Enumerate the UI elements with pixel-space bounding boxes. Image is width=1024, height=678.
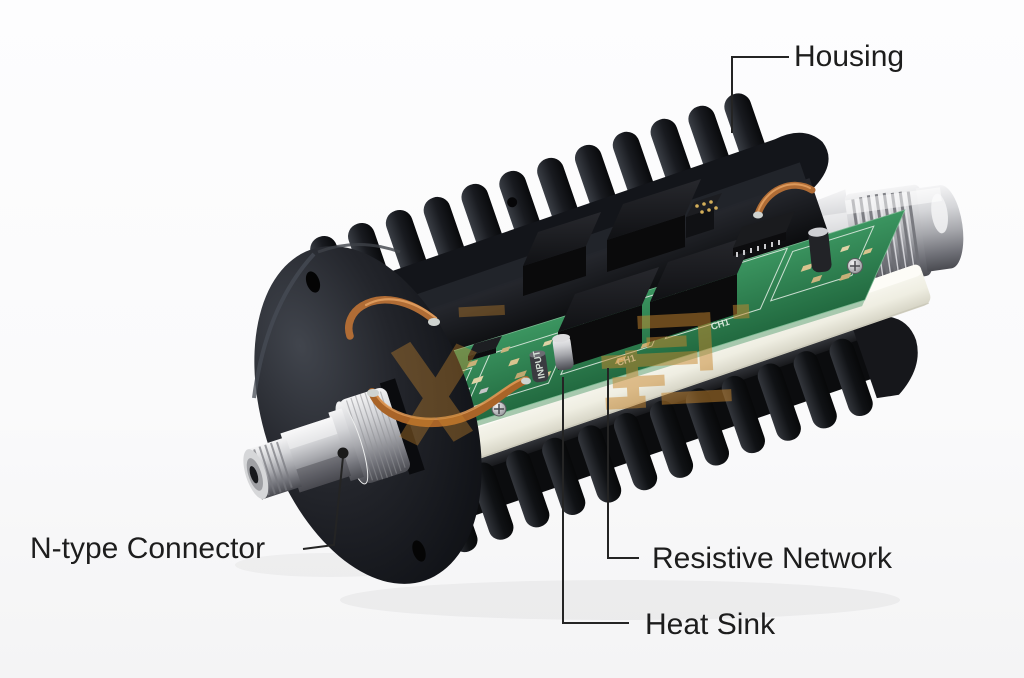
label-heat-sink: Heat Sink xyxy=(645,608,776,641)
ground-shadow xyxy=(340,580,900,620)
connector-bore xyxy=(249,466,259,484)
disc-screw-hole-bottom xyxy=(412,540,426,562)
heat-sink-end-cap xyxy=(850,315,918,399)
callout-n-type-connector: N-type Connector xyxy=(30,447,349,565)
callout-housing: Housing xyxy=(731,40,904,133)
housing-inner-wall xyxy=(336,178,829,396)
leader-line-n-type xyxy=(302,456,344,550)
callout-heat-sink: Heat Sink xyxy=(562,377,776,641)
label-resistive-network: Resistive Network xyxy=(652,542,893,575)
pin-header xyxy=(686,193,722,238)
leader-dot-n-type xyxy=(337,447,349,459)
watermark xyxy=(390,304,750,446)
label-n-type-connector: N-type Connector xyxy=(30,532,265,565)
ic-chip-left xyxy=(468,336,502,361)
copper-wires xyxy=(345,181,816,428)
left-connector-hex-body xyxy=(280,416,351,493)
leader-line-heat-sink xyxy=(562,377,629,624)
leader-line-resistive-network xyxy=(607,368,639,559)
ic-chip-right xyxy=(733,211,795,257)
capacitors xyxy=(529,227,832,383)
resistive-network-blocks xyxy=(523,179,755,370)
callout-resistive-network: Resistive Network xyxy=(607,368,893,575)
label-housing: Housing xyxy=(794,40,904,73)
housing-vent-hole xyxy=(507,197,518,208)
disc-screw-hole-top xyxy=(305,271,321,293)
leader-line-housing xyxy=(731,56,789,133)
pcb-screws xyxy=(491,258,863,417)
